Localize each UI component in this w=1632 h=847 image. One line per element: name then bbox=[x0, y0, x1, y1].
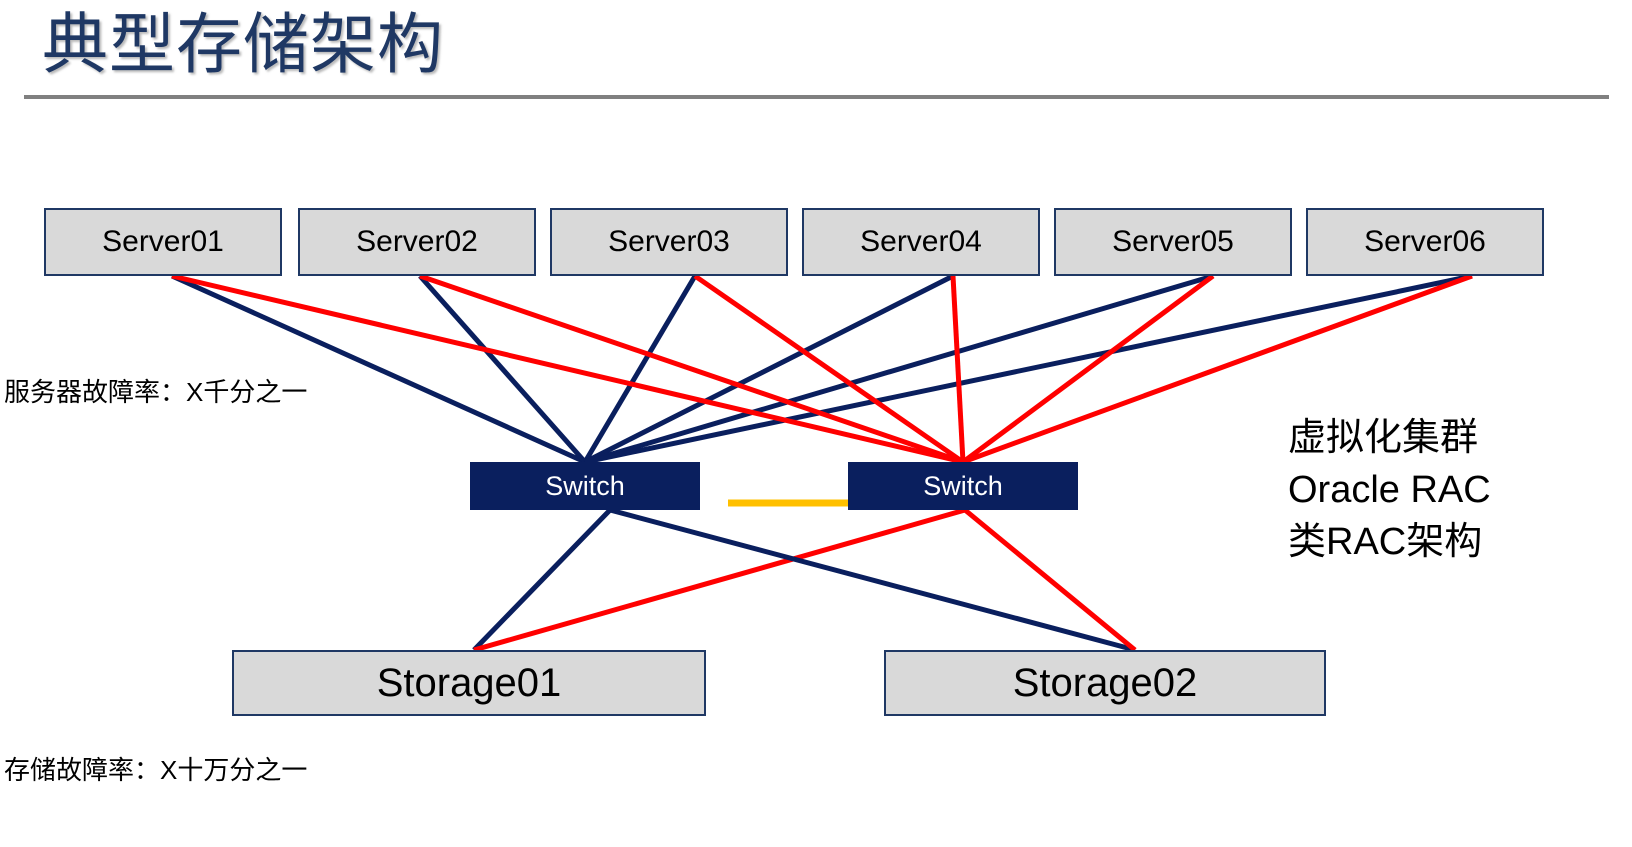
switch-node-label: Switch bbox=[545, 470, 625, 501]
link-line bbox=[473, 507, 966, 653]
cluster-note-line-2: Oracle RAC bbox=[1288, 469, 1491, 511]
storage-node-label: Storage02 bbox=[1012, 660, 1198, 705]
server-node-5[interactable]: Server05 bbox=[1054, 208, 1292, 276]
link-line bbox=[582, 274, 698, 464]
switch-node-label: Switch bbox=[923, 470, 1003, 501]
link-line bbox=[419, 273, 964, 465]
cluster-note-line-3: 类RAC架构 bbox=[1288, 521, 1483, 563]
link-line bbox=[961, 273, 1215, 465]
link-line bbox=[418, 274, 587, 464]
link-line bbox=[583, 273, 955, 465]
server-node-label: Server01 bbox=[102, 225, 224, 258]
cluster-note-line-1: 虚拟化集群 bbox=[1288, 417, 1479, 459]
server-to-right-switch-links bbox=[171, 273, 1473, 465]
link-line bbox=[693, 273, 965, 465]
cluster-note-block: 虚拟化集群 Oracle RAC 类RAC架构 bbox=[1288, 412, 1491, 568]
link-line bbox=[584, 273, 1473, 465]
server-failure-rate-label: 服务器故障率：X千分之一 bbox=[4, 377, 308, 407]
server-node-label: Server06 bbox=[1364, 225, 1486, 258]
storage-failure-rate-label: 存储故障率：X十万分之一 bbox=[4, 755, 308, 785]
switch-node-left[interactable]: Switch bbox=[470, 462, 700, 510]
link-line bbox=[584, 273, 1214, 465]
page-title: 典型存储架构 bbox=[42, 7, 444, 81]
link-line bbox=[170, 273, 587, 465]
server-node-6[interactable]: Server06 bbox=[1306, 208, 1544, 276]
storage-node-2[interactable]: Storage02 bbox=[884, 650, 1326, 716]
server-node-3[interactable]: Server03 bbox=[550, 208, 788, 276]
server-node-label: Server04 bbox=[860, 225, 982, 258]
storage-node-1[interactable]: Storage01 bbox=[232, 650, 706, 716]
server-node-4[interactable]: Server04 bbox=[802, 208, 1040, 276]
server-node-2[interactable]: Server02 bbox=[298, 208, 536, 276]
link-line bbox=[963, 508, 1137, 652]
switch-to-storage-links bbox=[472, 507, 1137, 653]
link-line bbox=[609, 507, 1136, 653]
server-node-label: Server03 bbox=[608, 225, 730, 258]
server-node-label: Server05 bbox=[1112, 225, 1234, 258]
link-line bbox=[962, 273, 1473, 465]
storage-node-label: Storage01 bbox=[376, 660, 562, 705]
server-node-1[interactable]: Server01 bbox=[44, 208, 282, 276]
server-node-label: Server02 bbox=[356, 225, 478, 258]
title-divider bbox=[24, 95, 1609, 99]
link-line bbox=[171, 273, 964, 465]
switch-node-right[interactable]: Switch bbox=[848, 462, 1078, 510]
server-to-left-switch-links bbox=[170, 273, 1473, 465]
link-line bbox=[950, 275, 966, 463]
link-line bbox=[472, 508, 612, 652]
